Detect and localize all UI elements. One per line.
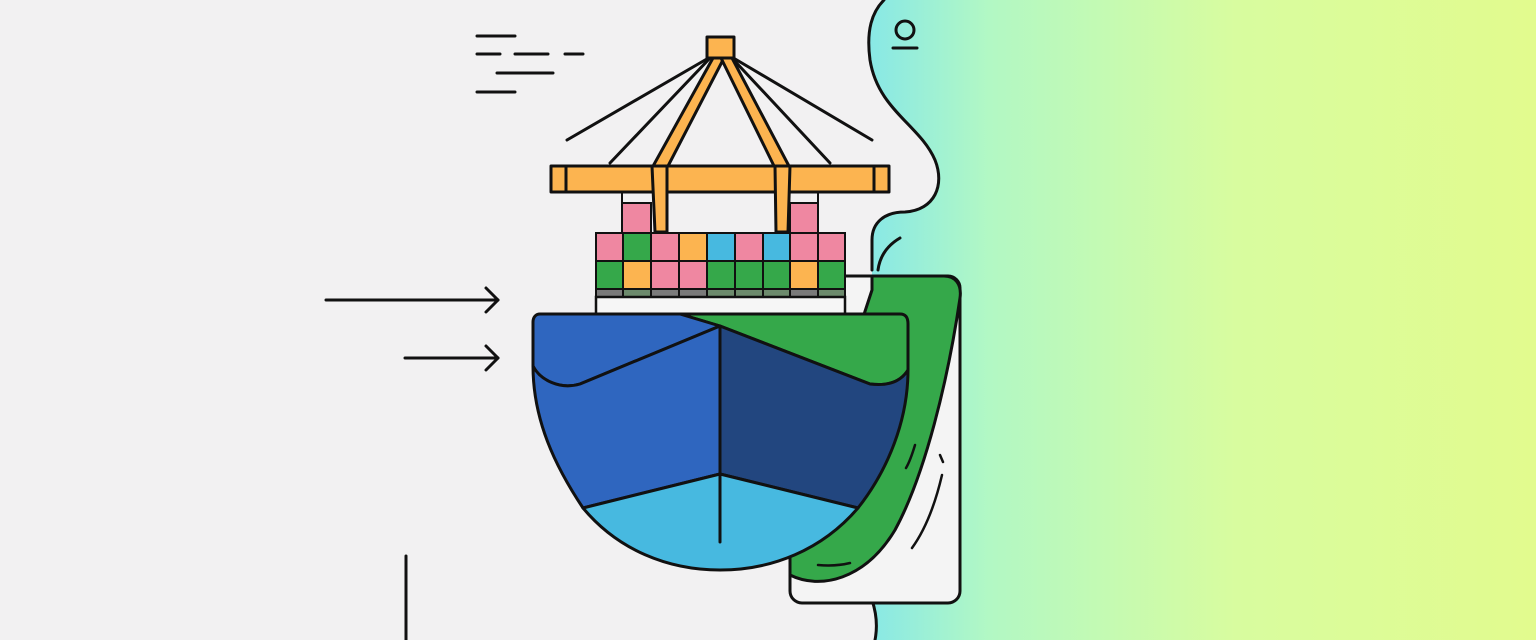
green-side-highlight — [938, 453, 945, 464]
container — [789, 202, 819, 234]
green-side-highlight — [910, 473, 944, 550]
green-side-highlight — [904, 443, 917, 470]
ship-hull — [531, 312, 910, 572]
arrow-right-icon — [403, 344, 500, 372]
gradient-outline — [867, 0, 941, 272]
speed-lines-icon — [475, 34, 585, 94]
container — [621, 202, 652, 234]
pin-icon — [891, 19, 919, 50]
crane-frame — [650, 35, 792, 170]
gradient-background — [868, 0, 1536, 640]
crane-beam — [549, 164, 891, 194]
crane-legs-lower — [650, 164, 792, 234]
deck-base — [594, 295, 847, 316]
arrow-right-icon — [324, 286, 500, 314]
crane-cables — [565, 54, 874, 165]
green-side-highlight — [816, 561, 852, 567]
container-stack — [595, 232, 846, 298]
gradient-outline-curl — [876, 236, 902, 272]
